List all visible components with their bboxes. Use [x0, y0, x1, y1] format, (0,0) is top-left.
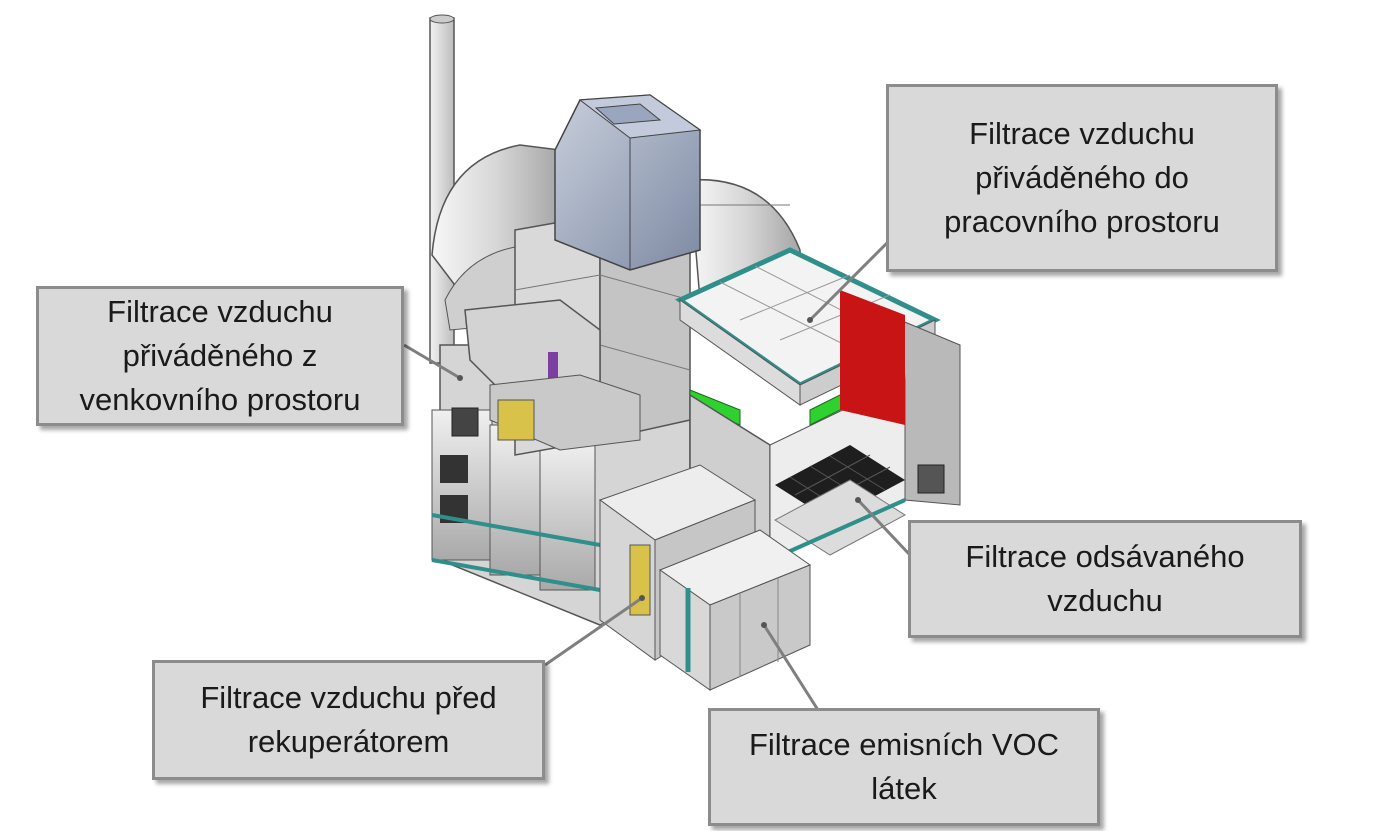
callout-line: rekuperátorem	[247, 724, 450, 759]
callout-supply-outdoor: Filtrace vzduchu přiváděného z venkovníh…	[36, 286, 404, 426]
callout-line: vzduchu	[1047, 583, 1163, 618]
callout-line: Filtrace vzduchu před	[200, 680, 497, 715]
callout-pre-recuperator: Filtrace vzduchu před rekuperátorem	[152, 660, 545, 780]
callout-voc: Filtrace emisních VOC látek	[708, 708, 1100, 826]
callout-line: Filtrace emisních VOC	[748, 727, 1060, 762]
callout-line: Filtrace odsávaného	[965, 539, 1245, 574]
connecting-duct	[464, 299, 641, 451]
callout-line: Filtrace vzduchu	[969, 116, 1195, 151]
spray-booth	[689, 290, 961, 562]
callout-line: Filtrace vzduchu	[107, 294, 333, 329]
callout-line: přiváděného do	[975, 160, 1189, 195]
callout-line: látek	[871, 771, 937, 806]
callout-line: přiváděného z	[122, 338, 318, 373]
callout-line: pracovního prostoru	[944, 204, 1220, 239]
callout-exhaust: Filtrace odsávaného vzduchu	[908, 520, 1302, 638]
exhaust-hood	[554, 94, 702, 271]
callout-line: venkovního prostoru	[79, 382, 361, 417]
callout-supply-workspace: Filtrace vzduchu přiváděného do pracovní…	[886, 84, 1278, 272]
